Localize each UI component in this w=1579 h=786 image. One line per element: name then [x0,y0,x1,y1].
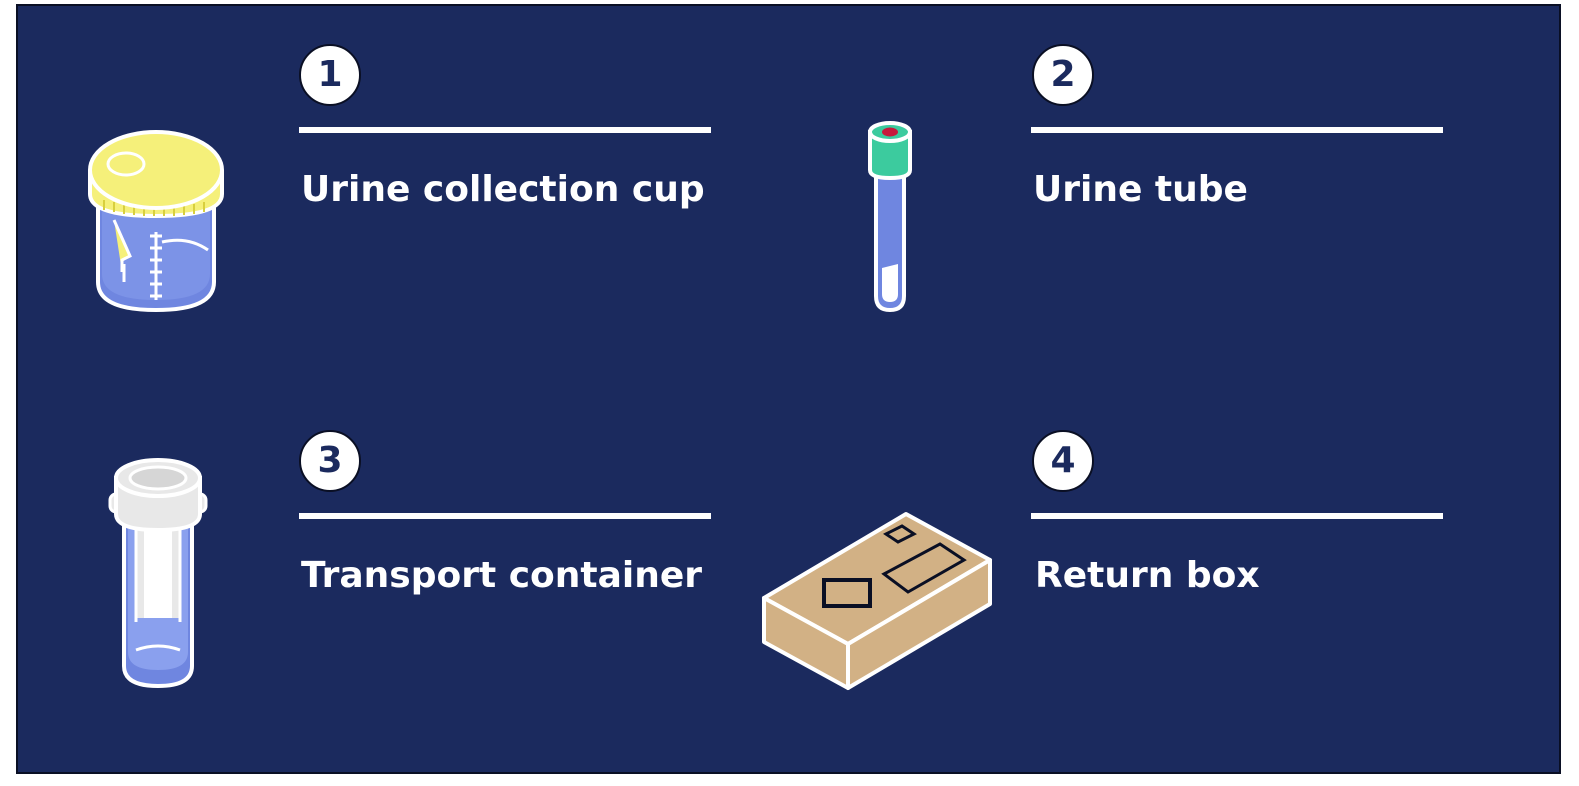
divider [1031,513,1443,519]
urine-collection-cup-icon [88,130,224,313]
return-box-icon [762,512,992,690]
step-number-badge: 4 [1032,430,1094,492]
step-number-badge: 2 [1032,44,1094,106]
divider [299,513,711,519]
transport-container-icon [108,458,208,689]
divider [299,127,711,133]
item-label: Urine tube [1033,169,1248,210]
item-label: Urine collection cup [301,169,705,210]
divider [1031,127,1443,133]
item-label: Transport container [301,555,703,596]
step-number-badge: 1 [299,44,361,106]
item-label: Return box [1035,555,1260,596]
urine-tube-icon [868,121,912,313]
step-number-badge: 3 [299,430,361,492]
